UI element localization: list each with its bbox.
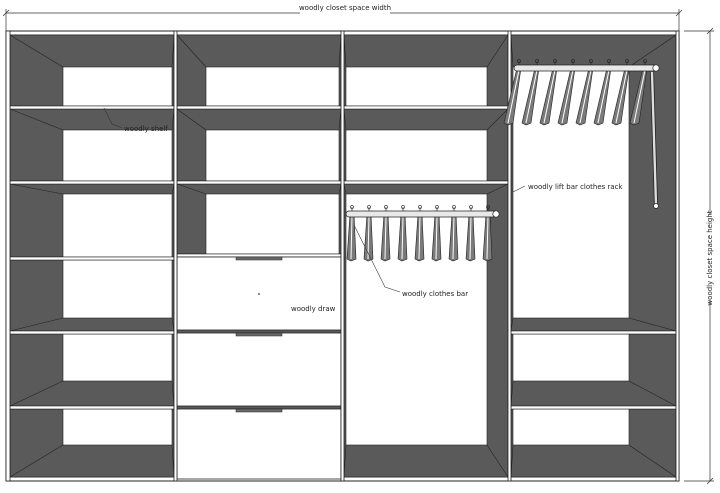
lift-bar-clothes-rack[interactable] [503,59,660,209]
callout-shelf-label: woodly shelf [124,125,168,133]
callout-draw-label: woodly draw [291,305,336,313]
unit-2-drawers [176,34,342,480]
shelf-board [176,253,342,258]
shelf-board [9,180,175,185]
lift-rail[interactable] [513,64,659,72]
shelf-board [9,330,175,335]
compartment [343,34,509,107]
hanger [521,59,540,126]
callout-clothes-bar: woodly clothes bar [353,224,468,298]
hanger [346,205,357,262]
height-dimension-label: woodly closet space height [706,210,714,305]
width-dimension-label: woodly closet space width [299,4,391,12]
hanging-compartment [510,34,677,332]
shelf-board [510,330,677,335]
callout-lift-bar-label: woodly lift bar clothes rack [528,183,624,191]
drawer-handle[interactable] [235,256,283,261]
shelf-board [510,405,677,410]
unit-4-lift-bar [510,34,677,478]
compartment [9,333,175,407]
shelf-board [9,105,175,110]
callout-lift-bar: woodly lift bar clothes rack [512,183,624,193]
hanger [431,205,442,262]
compartment [176,34,342,107]
compartment [343,108,509,182]
callout-draw: woodly draw [258,293,336,313]
compartment [176,183,342,255]
compartment [9,259,175,332]
width-dimension: woodly closet space width [2,4,683,32]
compartment [9,408,175,478]
shelf-board [9,256,175,261]
compartment [9,108,175,182]
shelf-board [343,105,509,110]
callout-shelf: woodly shelf [103,107,168,133]
callout-clothes-bar-label: woodly clothes bar [402,290,468,298]
hanger [397,205,408,262]
height-dimension: woodly closet space height [684,27,715,485]
drawer-2[interactable] [176,332,342,407]
compartment [9,183,175,258]
unit-1-shelving [9,34,175,478]
clothes-rail[interactable] [345,210,497,218]
shelf-board [176,180,342,185]
drawer-handle[interactable] [235,408,283,413]
shelf-board [9,405,175,410]
shelf-board [343,180,509,185]
compartment [176,108,342,182]
dividers [5,30,680,482]
drawer-handle[interactable] [235,332,283,337]
drawer-3[interactable] [176,408,342,480]
compartment [510,333,677,407]
compartment [510,408,677,478]
clothes-bar[interactable] [345,205,500,262]
compartment [9,34,175,107]
shelf-board [176,105,342,110]
